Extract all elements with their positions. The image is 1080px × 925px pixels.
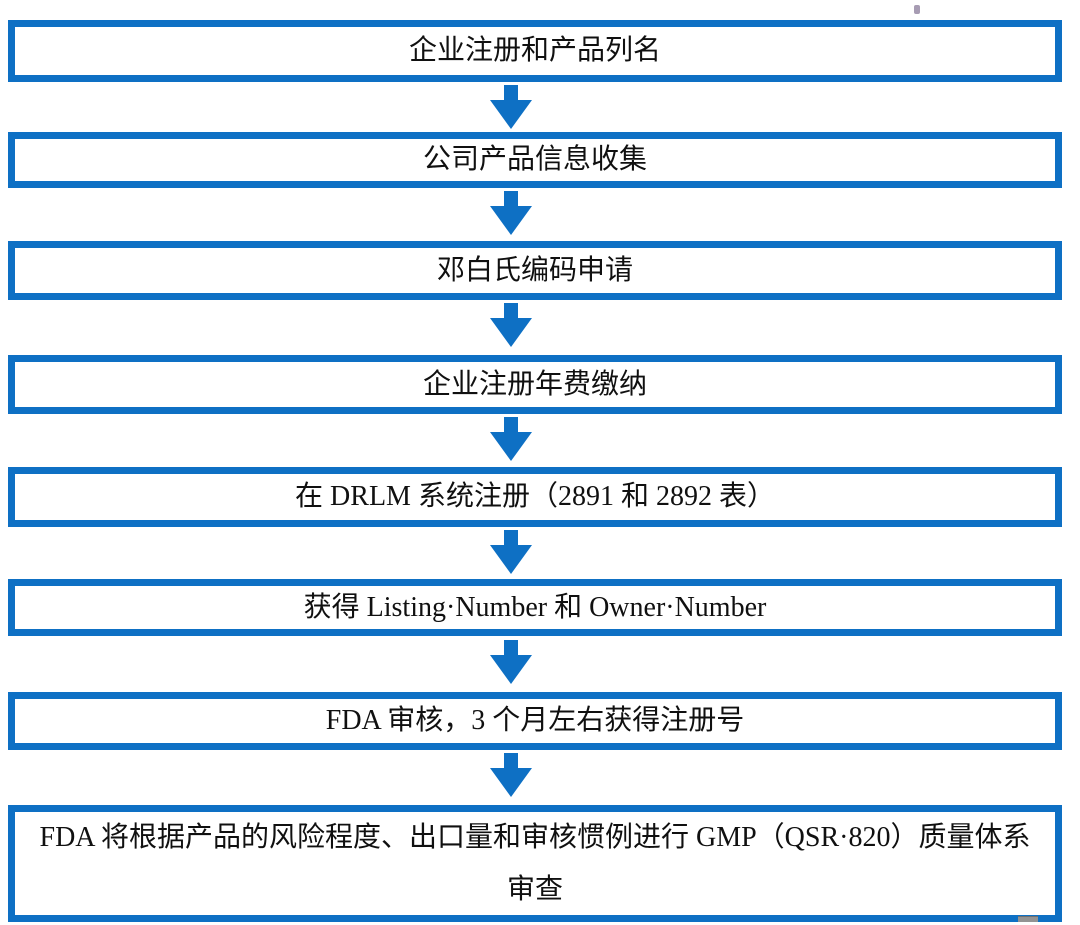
flow-step-2-label: 公司产品信息收集 <box>422 144 647 175</box>
flow-step-8: FDA 将根据产品的风险程度、出口量和审核惯例进行 GMP（QSR·820）质量… <box>8 805 1062 922</box>
flow-step-7: FDA 审核，3 个月左右获得注册号 <box>8 692 1062 750</box>
flow-step-1: 企业注册和产品列名 <box>8 20 1062 82</box>
flow-step-7-label: FDA 审核，3 个月左右获得注册号 <box>325 705 745 736</box>
flow-step-6: 获得 Listing·Number 和 Owner·Number <box>8 579 1062 636</box>
flow-step-5: 在 DRLM 系统注册（2891 和 2892 表） <box>8 467 1062 527</box>
down-arrow-icon <box>489 640 533 684</box>
flow-step-2: 公司产品信息收集 <box>8 132 1062 188</box>
down-arrow-icon <box>489 417 533 461</box>
flow-step-1-label: 企业注册和产品列名 <box>408 35 661 66</box>
flow-step-3: 邓白氏编码申请 <box>8 241 1062 300</box>
flow-step-4-label: 企业注册年费缴纳 <box>422 368 647 400</box>
down-arrow-icon <box>489 753 533 797</box>
flow-step-3-label: 邓白氏编码申请 <box>436 254 633 286</box>
flow-step-5-label: 在 DRLM 系统注册（2891 和 2892 表） <box>295 481 775 512</box>
down-arrow-icon <box>489 191 533 235</box>
flow-step-4: 企业注册年费缴纳 <box>8 355 1062 414</box>
formatting-mark-icon <box>914 5 920 14</box>
flow-step-8-label: FDA 将根据产品的风险程度、出口量和审核惯例进行 GMP（QSR·820）质量… <box>39 821 1031 905</box>
resize-handle-mark-icon <box>1018 916 1038 922</box>
down-arrow-icon <box>489 530 533 574</box>
flow-step-6-label: 获得 Listing·Number 和 Owner·Number <box>303 591 767 623</box>
down-arrow-icon <box>489 85 533 129</box>
down-arrow-icon <box>489 303 533 347</box>
